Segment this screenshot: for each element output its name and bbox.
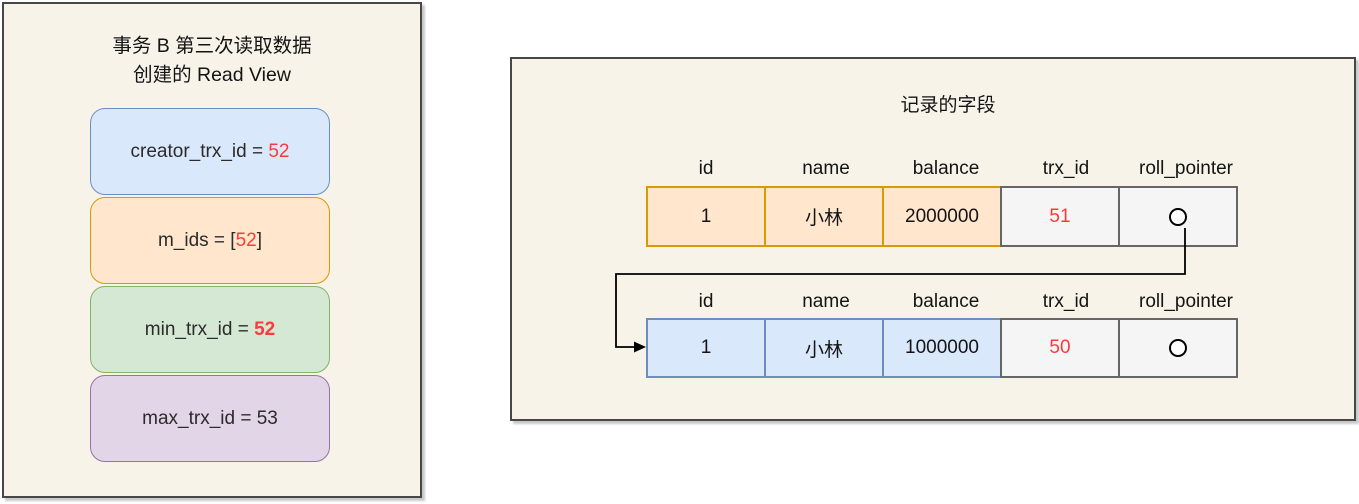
field-value: 52 bbox=[254, 318, 276, 340]
cell-roll-pointer bbox=[1118, 186, 1238, 247]
field-label: min_trx_id = bbox=[144, 318, 255, 340]
roll-pointer-circle-icon bbox=[1169, 207, 1187, 226]
column-header-balance: balance bbox=[912, 291, 980, 312]
field-box-min-trx-id: min_trx_id = 52 bbox=[90, 286, 330, 373]
field-value: 52 bbox=[235, 229, 257, 251]
field-box-creator-trx-id: creator_trx_id = 52 bbox=[90, 108, 330, 195]
cell-name: 小林 bbox=[764, 186, 884, 247]
field-suffix: ] bbox=[256, 229, 263, 251]
column-header-id: id bbox=[698, 158, 714, 179]
trx-id-value: 50 bbox=[1049, 337, 1071, 358]
read-view-title-line2: 创建的 Read View bbox=[133, 64, 291, 86]
cell-id: 1 bbox=[646, 186, 766, 247]
cell-balance: 1000000 bbox=[882, 318, 1002, 378]
record-row-2: 1 小林 1000000 50 bbox=[646, 318, 1238, 378]
field-label: m_ids = [ bbox=[157, 229, 236, 251]
cell-trx-id: 50 bbox=[1000, 318, 1120, 378]
cell-trx-id: 51 bbox=[1000, 186, 1120, 247]
column-header-name: name bbox=[802, 291, 850, 312]
column-header-roll-pointer: roll_pointer bbox=[1139, 291, 1233, 312]
cell-roll-pointer bbox=[1118, 318, 1238, 378]
column-header-balance: balance bbox=[912, 158, 980, 179]
cell-balance: 2000000 bbox=[882, 186, 1002, 247]
column-header-trx-id: trx_id bbox=[1042, 291, 1090, 312]
record-row-2-headers: id name balance trx_id roll_pointer bbox=[646, 291, 1246, 313]
column-header-name: name bbox=[802, 158, 850, 179]
field-label: creator_trx_id = bbox=[130, 140, 269, 162]
read-view-title: 事务 B 第三次读取数据 创建的 Read View bbox=[4, 32, 420, 90]
record-row-1-headers: id name balance trx_id roll_pointer bbox=[646, 158, 1246, 180]
cell-name: 小林 bbox=[764, 318, 884, 378]
field-value: 52 bbox=[268, 140, 290, 162]
column-header-trx-id: trx_id bbox=[1042, 158, 1090, 179]
read-view-fields: creator_trx_id = 52 m_ids = [52] min_trx… bbox=[90, 108, 330, 462]
record-fields-panel: 记录的字段 id name balance trx_id roll_pointe… bbox=[510, 57, 1356, 421]
field-label: max_trx_id = 53 bbox=[142, 407, 278, 429]
roll-pointer-circle-icon bbox=[1169, 339, 1187, 357]
trx-id-value: 51 bbox=[1049, 205, 1071, 227]
record-fields-title: 记录的字段 bbox=[900, 95, 996, 116]
read-view-panel: 事务 B 第三次读取数据 创建的 Read View creator_trx_i… bbox=[2, 2, 422, 498]
cell-id: 1 bbox=[646, 318, 766, 378]
read-view-title-line1: 事务 B 第三次读取数据 bbox=[112, 35, 312, 57]
column-header-roll-pointer: roll_pointer bbox=[1139, 158, 1233, 179]
column-header-id: id bbox=[698, 291, 714, 312]
record-row-1: 1 小林 2000000 51 bbox=[646, 186, 1238, 247]
field-box-m-ids: m_ids = [52] bbox=[90, 197, 330, 284]
field-box-max-trx-id: max_trx_id = 53 bbox=[90, 375, 330, 462]
